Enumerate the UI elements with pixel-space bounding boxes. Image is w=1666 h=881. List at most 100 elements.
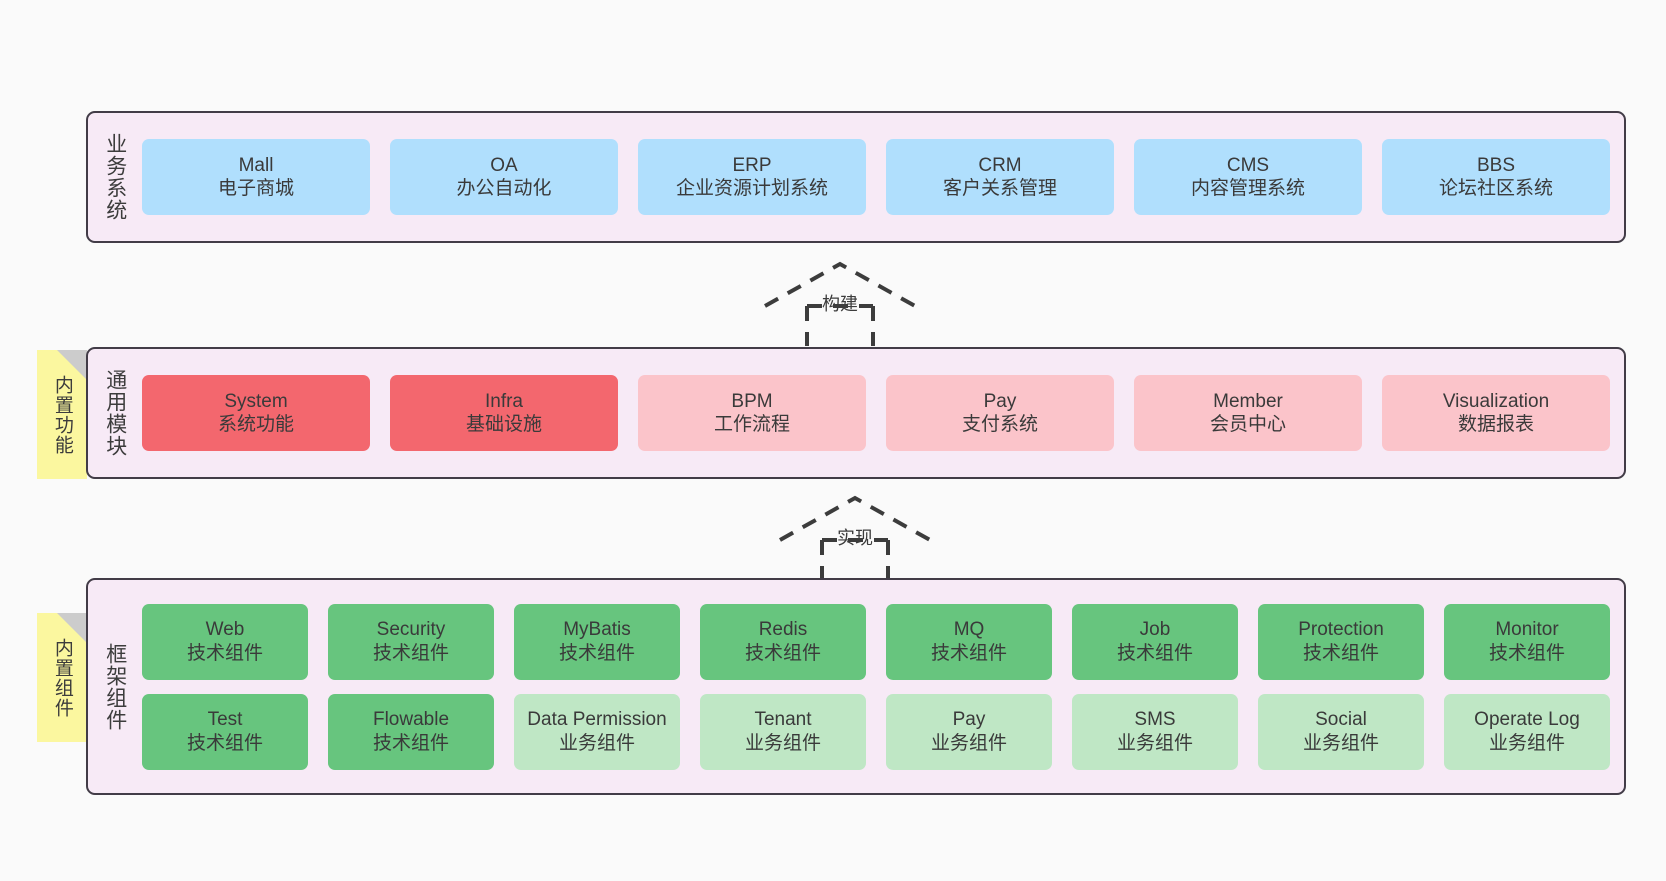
node-social[interactable]: Social 业务组件 [1258, 693, 1424, 770]
note-builtin-features: 内置功能 [37, 350, 87, 479]
node-cn-label: 客户关系管理 [942, 178, 1057, 199]
node-en-label: System [224, 390, 288, 412]
node-cn-label: 技术组件 [372, 642, 449, 664]
connector-implement-label: 实现 [837, 528, 873, 548]
node-test[interactable]: Test 技术组件 [142, 693, 308, 770]
node-sms[interactable]: SMS 业务组件 [1072, 693, 1238, 770]
node-security[interactable]: Security 技术组件 [328, 603, 494, 680]
node-cn-label: 基础设施 [465, 414, 542, 435]
node-oa[interactable]: OA 办公自动化 [390, 139, 618, 215]
connector-build-glyph [764, 261, 916, 346]
layer-body-business-systems: Mall 电子商城 OA 办公自动化 ERP 企业资源计划系统 CRM 客户关系… [142, 113, 1624, 241]
connector-build: 构建 [755, 258, 925, 348]
node-pay-business[interactable]: Pay 业务组件 [886, 693, 1052, 770]
node-mq[interactable]: MQ 技术组件 [886, 603, 1052, 680]
node-cn-label: 技术组件 [744, 642, 821, 664]
node-en-label: Member [1213, 390, 1283, 412]
node-cn-label: 业务组件 [930, 732, 1007, 754]
layer-body-common-modules: System 系统功能 Infra 基础设施 BPM 工作流程 Pay 支付系统… [142, 349, 1624, 477]
node-en-label: Test [207, 709, 243, 731]
layer-framework-components[interactable]: 框架组件 Web 技术组件 Security 技术组件 MyBatis 技术组件… [86, 578, 1626, 795]
node-mybatis[interactable]: MyBatis 技术组件 [514, 603, 680, 680]
node-flowable[interactable]: Flowable 技术组件 [328, 693, 494, 770]
node-en-label: ERP [732, 154, 772, 176]
node-cn-label: 办公自动化 [456, 178, 552, 199]
layer-title-framework-components: 框架组件 [103, 642, 127, 731]
node-cn-label: 内容管理系统 [1190, 178, 1305, 199]
node-protection[interactable]: Protection 技术组件 [1258, 603, 1424, 680]
layer-business-systems[interactable]: 业务系统 Mall 电子商城 OA 办公自动化 ERP 企业资源计划系统 CRM… [86, 111, 1626, 243]
node-en-label: Data Permission [527, 709, 667, 731]
node-redis[interactable]: Redis 技术组件 [700, 603, 866, 680]
node-row: Test 技术组件 Flowable 技术组件 Data Permission … [142, 693, 1610, 770]
node-cn-label: 业务组件 [1116, 732, 1193, 754]
node-en-label: Flowable [372, 709, 450, 731]
node-visualization[interactable]: Visualization 数据报表 [1382, 375, 1610, 451]
node-en-label: Job [1139, 619, 1171, 641]
node-en-label: MQ [953, 619, 985, 641]
node-en-label: OA [490, 154, 518, 176]
node-en-label: Mall [238, 154, 274, 176]
node-en-label: Redis [758, 619, 808, 641]
node-cn-label: 技术组件 [1302, 642, 1379, 664]
node-en-label: MyBatis [563, 619, 631, 641]
node-en-label: CMS [1226, 154, 1270, 176]
node-cn-label: 论坛社区系统 [1438, 178, 1553, 199]
node-cn-label: 技术组件 [558, 642, 635, 664]
node-cms[interactable]: CMS 内容管理系统 [1134, 139, 1362, 215]
layer-title-common-modules: 通用模块 [103, 369, 127, 457]
node-row: Web 技术组件 Security 技术组件 MyBatis 技术组件 Redi… [142, 603, 1610, 680]
node-bbs[interactable]: BBS 论坛社区系统 [1382, 139, 1610, 215]
node-en-label: Monitor [1495, 619, 1559, 641]
node-cn-label: 企业资源计划系统 [675, 178, 828, 199]
node-en-label: Infra [484, 390, 524, 412]
node-cn-label: 技术组件 [1116, 642, 1193, 664]
node-pay[interactable]: Pay 支付系统 [886, 375, 1114, 451]
node-en-label: Web [205, 619, 245, 641]
node-en-label: Social [1315, 709, 1367, 731]
node-bpm[interactable]: BPM 工作流程 [638, 375, 866, 451]
node-cn-label: 业务组件 [1488, 732, 1565, 754]
node-infra[interactable]: Infra 基础设施 [390, 375, 618, 451]
note-label: 内置功能 [51, 374, 73, 455]
node-en-label: Pay [952, 709, 986, 731]
node-job[interactable]: Job 技术组件 [1072, 603, 1238, 680]
node-row: Mall 电子商城 OA 办公自动化 ERP 企业资源计划系统 CRM 客户关系… [142, 139, 1610, 215]
node-en-label: Protection [1298, 619, 1384, 641]
node-en-label: BPM [731, 390, 773, 412]
node-row: System 系统功能 Infra 基础设施 BPM 工作流程 Pay 支付系统… [142, 375, 1610, 451]
node-cn-label: 业务组件 [1302, 732, 1379, 754]
connector-implement-glyph [779, 495, 931, 580]
node-en-label: BBS [1476, 154, 1516, 176]
node-tenant[interactable]: Tenant 业务组件 [700, 693, 866, 770]
note-label: 内置组件 [51, 637, 73, 718]
node-web[interactable]: Web 技术组件 [142, 603, 308, 680]
layer-common-modules[interactable]: 通用模块 System 系统功能 Infra 基础设施 BPM 工作流程 Pay… [86, 347, 1626, 479]
node-cn-label: 系统功能 [217, 414, 294, 435]
connector-build-label: 构建 [822, 294, 858, 314]
node-cn-label: 电子商城 [217, 178, 294, 199]
node-operate-log[interactable]: Operate Log 业务组件 [1444, 693, 1610, 770]
node-member[interactable]: Member 会员中心 [1134, 375, 1362, 451]
node-cn-label: 业务组件 [558, 732, 635, 754]
node-cn-label: 数据报表 [1457, 414, 1534, 435]
node-cn-label: 技术组件 [1488, 642, 1565, 664]
node-crm[interactable]: CRM 客户关系管理 [886, 139, 1114, 215]
node-en-label: Tenant [754, 709, 812, 731]
node-monitor[interactable]: Monitor 技术组件 [1444, 603, 1610, 680]
layer-body-framework-components: Web 技术组件 Security 技术组件 MyBatis 技术组件 Redi… [142, 580, 1624, 793]
node-cn-label: 技术组件 [930, 642, 1007, 664]
layer-title-business-systems: 业务系统 [103, 133, 127, 221]
note-builtin-components: 内置组件 [37, 613, 87, 742]
node-cn-label: 技术组件 [372, 732, 449, 754]
node-cn-label: 技术组件 [186, 642, 263, 664]
node-system[interactable]: System 系统功能 [142, 375, 370, 451]
node-en-label: SMS [1134, 709, 1176, 731]
node-erp[interactable]: ERP 企业资源计划系统 [638, 139, 866, 215]
node-en-label: Security [376, 619, 446, 641]
node-data-permission[interactable]: Data Permission 业务组件 [514, 693, 680, 770]
node-en-label: Visualization [1442, 390, 1550, 412]
node-cn-label: 技术组件 [186, 732, 263, 754]
node-mall[interactable]: Mall 电子商城 [142, 139, 370, 215]
